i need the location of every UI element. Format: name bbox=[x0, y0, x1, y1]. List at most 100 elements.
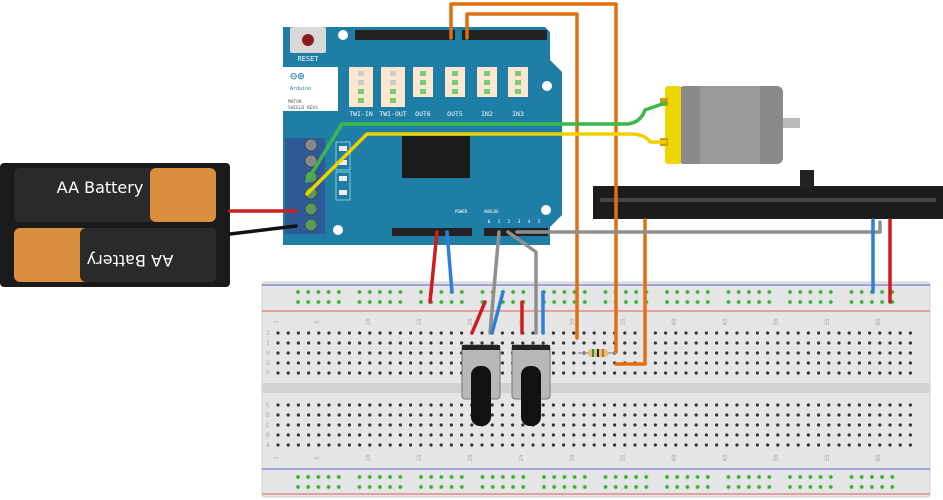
breadboard-hole bbox=[857, 361, 862, 365]
breadboard-hole bbox=[409, 423, 413, 427]
breadboard-hole bbox=[572, 423, 576, 427]
motor-driver-chip bbox=[402, 136, 470, 178]
breadboard-hole bbox=[766, 433, 770, 437]
breadboard-hole bbox=[674, 361, 678, 365]
wire-grey bbox=[488, 230, 501, 335]
rail-hole bbox=[552, 484, 557, 490]
breadboard-hole bbox=[388, 423, 392, 427]
rail-hole bbox=[695, 474, 700, 480]
connector-pin bbox=[390, 89, 396, 94]
breadboard-hole bbox=[602, 433, 607, 437]
breadboard-hole bbox=[776, 403, 780, 407]
breadboard-hole bbox=[623, 403, 627, 407]
column-number: 35 bbox=[620, 454, 627, 462]
breadboard-hole bbox=[674, 443, 678, 447]
breadboard-hole bbox=[817, 351, 821, 355]
breadboard-hole bbox=[337, 423, 341, 427]
rail-hole bbox=[572, 484, 577, 490]
rail-hole bbox=[490, 474, 495, 480]
rail-hole bbox=[767, 474, 772, 480]
breadboard-hole bbox=[817, 413, 821, 417]
connector-label: IN3 bbox=[512, 110, 524, 118]
breadboard-hole bbox=[704, 361, 709, 365]
breadboard-hole bbox=[439, 371, 443, 375]
breadboard-hole bbox=[868, 331, 872, 335]
breadboard-hole bbox=[449, 423, 453, 427]
breadboard-hole bbox=[358, 331, 362, 335]
rail-hole bbox=[613, 474, 618, 480]
breadboard-hole bbox=[735, 443, 739, 447]
reset-button-cap[interactable] bbox=[302, 34, 314, 46]
rail-hole bbox=[326, 484, 331, 490]
breadboard-hole bbox=[327, 403, 331, 407]
breadboard-hole bbox=[398, 351, 402, 355]
breadboard-hole bbox=[817, 403, 821, 407]
breadboard-hole bbox=[470, 423, 474, 427]
breadboard-hole bbox=[796, 433, 800, 437]
breadboard-hole bbox=[398, 433, 402, 437]
breadboard-hole bbox=[562, 403, 566, 407]
breadboard-hole bbox=[510, 331, 515, 335]
rail-hole bbox=[541, 474, 547, 480]
breadboard-hole bbox=[449, 413, 453, 417]
breadboard-hole bbox=[276, 423, 280, 427]
breadboard-hole bbox=[419, 351, 423, 355]
breadboard-hole bbox=[419, 423, 423, 427]
breadboard-hole bbox=[409, 371, 413, 375]
rail-hole bbox=[746, 484, 752, 490]
breadboard-hole bbox=[674, 423, 678, 427]
breadboard-hole bbox=[429, 433, 433, 437]
breadboard-hole bbox=[592, 361, 596, 365]
rail-hole bbox=[439, 484, 444, 490]
breadboard-hole bbox=[296, 423, 300, 427]
rail-hole bbox=[675, 484, 680, 490]
breadboard-hole bbox=[847, 413, 851, 417]
breadboard-hole bbox=[806, 423, 811, 427]
rail-hole bbox=[879, 299, 885, 305]
rail-hole bbox=[603, 484, 608, 490]
breadboard-hole bbox=[398, 413, 402, 417]
breadboard-hole bbox=[500, 341, 504, 345]
breadboard-hole bbox=[806, 341, 811, 345]
breadboard-hole bbox=[827, 351, 831, 355]
breadboard-hole bbox=[837, 351, 841, 355]
rail-hole bbox=[603, 299, 608, 305]
slider-knob[interactable] bbox=[800, 170, 814, 188]
breadboard-hole bbox=[623, 413, 627, 417]
breadboard-hole bbox=[633, 423, 637, 427]
breadboard-hole bbox=[898, 443, 902, 447]
breadboard-hole bbox=[286, 413, 290, 417]
breadboard-hole bbox=[796, 351, 800, 355]
column-number: 20 bbox=[467, 318, 474, 326]
breadboard-hole bbox=[541, 403, 545, 407]
breadboard-hole bbox=[735, 361, 739, 365]
breadboard-hole bbox=[531, 341, 535, 345]
breadboard-hole bbox=[317, 361, 321, 365]
column-number: 30 bbox=[569, 454, 576, 462]
breadboard-hole bbox=[888, 423, 892, 427]
rail-hole bbox=[480, 484, 485, 490]
row-letter: G bbox=[266, 360, 270, 367]
breadboard-hole bbox=[480, 341, 484, 345]
breadboard-hole bbox=[500, 403, 504, 407]
arduino-logo-icon: ⊖⊕ bbox=[290, 69, 304, 83]
column-number: 30 bbox=[569, 318, 576, 326]
breadboard-hole bbox=[419, 403, 423, 407]
resistor bbox=[578, 349, 616, 357]
breadboard-hole bbox=[908, 413, 913, 417]
breadboard-hole bbox=[358, 351, 362, 355]
rail-hole bbox=[623, 289, 629, 295]
rail-hole bbox=[664, 484, 670, 490]
breadboard-hole bbox=[378, 331, 382, 335]
breadboard-hole bbox=[276, 361, 280, 365]
breadboard-hole bbox=[796, 403, 800, 407]
breadboard-hole bbox=[592, 423, 596, 427]
breadboard-hole bbox=[347, 443, 351, 447]
breadboard-hole bbox=[908, 403, 913, 407]
rail-hole bbox=[685, 299, 690, 305]
breadboard-hole bbox=[674, 351, 678, 355]
breadboard-hole bbox=[755, 433, 760, 437]
breadboard-hole bbox=[643, 443, 647, 447]
breadboard-hole bbox=[653, 423, 658, 427]
breadboard-hole bbox=[409, 413, 413, 417]
